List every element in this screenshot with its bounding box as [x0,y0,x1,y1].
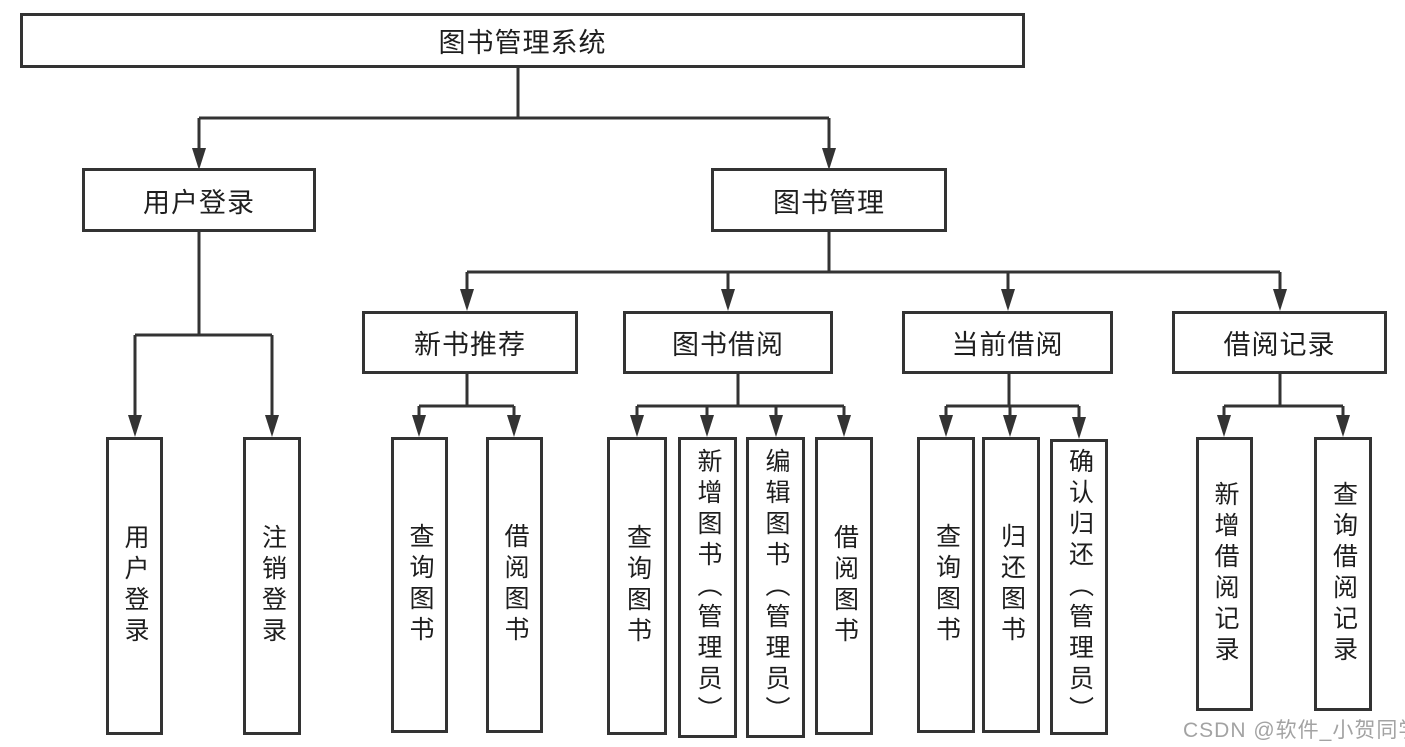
arrowhead [1003,415,1017,437]
node-label: 查询图书 [932,523,961,647]
connector-borrowing-to-leaves [635,374,846,431]
arrowhead [630,415,644,437]
node-borrowing-records: 借阅记录 [1172,311,1387,374]
arrowhead [507,415,521,437]
arrowhead [700,415,714,437]
node-label: 查询借阅记录 [1329,481,1358,667]
leaf-edit-book-admin: 编辑图书（管理员） [746,437,805,738]
arrowhead [939,415,953,437]
arrowhead [460,289,474,311]
leaf-add-book-admin: 新增图书（管理员） [678,437,737,738]
arrowhead [412,415,426,437]
node-label: 确认归还（管理员） [1065,447,1094,727]
node-label: 新增借阅记录 [1211,481,1239,667]
node-label: 注销登录 [258,524,287,648]
csdn-watermark: CSDN @软件_小贺同学 [1183,719,1405,742]
arrowhead [192,148,206,170]
leaf-query-books-current: 查询图书 [917,437,975,733]
node-library-management-system: 图书管理系统 [20,13,1025,68]
arrowhead [128,415,142,437]
node-user-login: 用户登录 [82,168,316,232]
arrowhead [1072,417,1086,439]
node-current-borrowing: 当前借阅 [902,311,1113,374]
arrowhead [265,415,279,437]
arrowhead [837,415,851,437]
connector-recommend-to-leaves [417,374,516,431]
arrowhead [721,289,735,311]
connector-userlogin-to-leaves [133,232,274,431]
node-label: 借阅记录 [1223,330,1336,360]
leaf-add-borrow-record: 新增借阅记录 [1196,437,1253,711]
arrowhead [1217,415,1231,437]
leaf-user-login: 用户登录 [106,437,163,735]
leaf-borrow-books-borrowing: 借阅图书 [815,437,873,735]
arrowhead [1273,289,1287,311]
node-label: 编辑图书（管理员） [762,448,790,727]
node-label: 借阅图书 [501,523,529,647]
leaf-return-book: 归还图书 [982,437,1040,733]
leaf-query-books-borrowing: 查询图书 [607,437,667,735]
arrowhead [822,148,836,170]
arrowhead [769,415,783,437]
node-label: 查询图书 [623,524,652,648]
leaf-query-books-recommend: 查询图书 [391,437,448,733]
node-label: 当前借阅 [951,330,1064,360]
arrowhead [1001,289,1015,311]
node-label: 图书管理 [773,187,885,218]
arrowhead [1336,415,1350,437]
connector-bookmgmt-to-level3 [465,232,1282,305]
leaf-query-borrow-record: 查询借阅记录 [1314,437,1372,711]
node-new-book-recommendation: 新书推荐 [362,311,578,374]
node-book-borrowing: 图书借阅 [623,311,833,374]
connector-records-to-leaves [1222,374,1345,431]
node-label: 用户登录 [143,187,255,218]
leaf-borrow-books-recommend: 借阅图书 [486,437,543,733]
node-label: 图书管理系统 [438,28,607,58]
node-label: 借阅图书 [830,524,859,648]
node-label: 图书借阅 [672,330,784,360]
node-label: 归还图书 [997,523,1026,647]
connector-root-to-level2 [197,68,831,164]
node-label: 用户登录 [121,524,149,648]
node-label: 新书推荐 [414,330,526,360]
leaf-logout: 注销登录 [243,437,301,735]
node-book-management: 图书管理 [711,168,947,232]
leaf-confirm-return-admin: 确认归还（管理员） [1050,439,1108,735]
node-label: 新增图书（管理员） [694,448,722,727]
node-label: 查询图书 [406,523,434,647]
